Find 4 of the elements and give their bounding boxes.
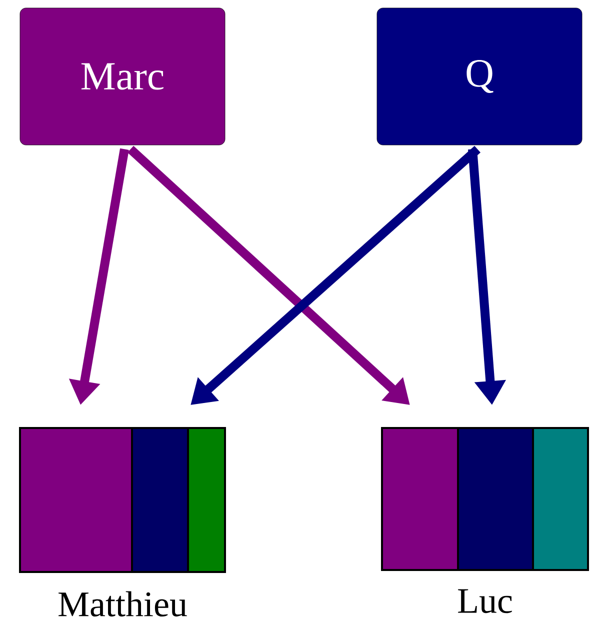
bar-label: Luc [458,589,512,614]
bar-label: Matthieu [58,591,187,617]
name-box: Marc [20,8,226,146]
name-box: Q [376,8,582,146]
